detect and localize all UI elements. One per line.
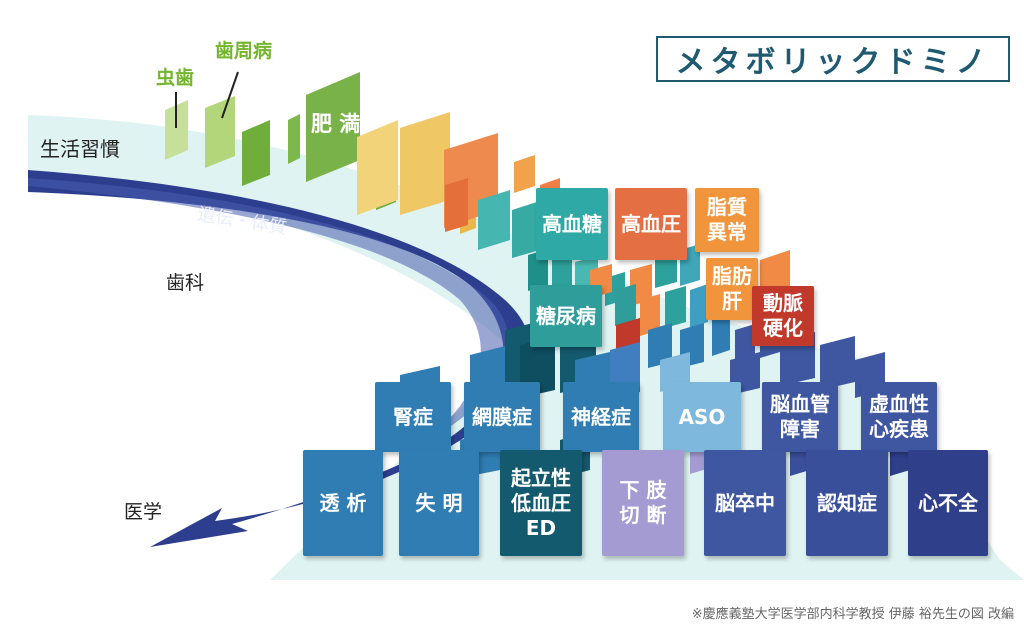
domino-diabetes: 糖尿病	[530, 285, 602, 347]
domino-amputation: 下 肢 切 断	[602, 450, 684, 556]
label-medical: 医学	[124, 501, 163, 523]
domino-fatty-liver: 脂肪 肝	[706, 258, 758, 320]
domino-aso: ASO	[663, 382, 741, 452]
domino-nephropathy: 腎症	[375, 382, 451, 452]
domino-ischemic-heart: 虚血性 心疾患	[861, 382, 937, 452]
domino-dementia: 認知症	[806, 450, 888, 556]
domino-retinopathy: 網膜症	[464, 382, 540, 452]
label-obesity: 肥 満	[311, 112, 361, 136]
small-domino-tiles	[165, 72, 910, 478]
source-footnote: ※慶應義塾大学医学部内科学教授 伊藤 裕先生の図 改編	[691, 607, 1014, 622]
diagram-title: メタボリックドミノ	[656, 36, 1010, 82]
domino-hypertension: 高血圧	[615, 188, 687, 260]
domino-arteriosclerosis: 動脈 硬化	[752, 286, 814, 346]
label-caries: 虫歯	[156, 67, 195, 89]
domino-stroke: 脳卒中	[704, 450, 786, 556]
domino-cerebrovascular: 脳血管 障害	[762, 382, 838, 452]
domino-dyslipidemia: 脂質 異常	[695, 188, 759, 252]
domino-neuropathy: 神経症	[563, 382, 639, 452]
label-lifestyle: 生活習慣	[40, 137, 120, 161]
domino-heart-failure: 心不全	[908, 450, 988, 556]
domino-dialysis: 透 析	[303, 450, 383, 556]
domino-blindness: 失 明	[399, 450, 479, 556]
label-dental: 歯科	[166, 272, 205, 294]
label-periodontal: 歯周病	[215, 40, 273, 62]
domino-orthostatic-ed: 起立性 低血圧 ED	[500, 450, 582, 556]
domino-hyperglycemia: 高血糖	[536, 188, 608, 260]
heredity-arrow-highlight	[28, 178, 509, 445]
periodontal-pointer	[221, 71, 239, 119]
